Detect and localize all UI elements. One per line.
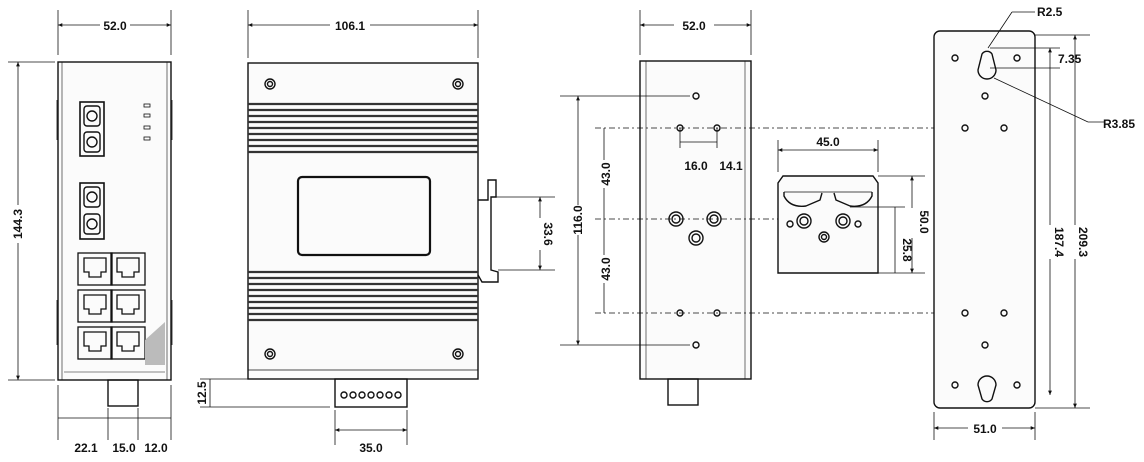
- front-height-label: 144.3: [11, 209, 25, 239]
- radius-small-label: R2.5: [1037, 5, 1063, 19]
- front-view: [56, 61, 173, 407]
- front-width-label: 52.0: [103, 19, 127, 33]
- din-width-label: 45.0: [816, 135, 840, 149]
- terminal-height-label: 12.5: [195, 381, 209, 405]
- back-width-label: 52.0: [682, 19, 706, 33]
- din-rail-bracket: [777, 175, 879, 274]
- front-bottom-a-label: 22.1: [74, 441, 98, 455]
- vent-fins-top: [248, 102, 478, 154]
- vent-fins-bottom: [248, 270, 478, 322]
- terminal-hole: [394, 391, 402, 399]
- plate-width-label: 51.0: [973, 422, 997, 436]
- front-bottom-c-label: 12.0: [144, 441, 168, 455]
- fiber-port-2: [79, 182, 105, 240]
- plate-outer-height-label: 209.3: [1076, 227, 1090, 257]
- front-bottom-b-label: 15.0: [112, 441, 136, 455]
- din-clip-label: 33.6: [541, 222, 555, 246]
- terminal-hole: [367, 391, 375, 399]
- back-terminal: [667, 378, 699, 406]
- radius-large-label: R3.85: [1103, 117, 1135, 131]
- slot-label: 7.35: [1058, 52, 1082, 66]
- fiber-port-1: [79, 101, 105, 157]
- back-total-label: 116.0: [571, 205, 585, 235]
- din-height-label: 50.0: [917, 210, 931, 234]
- terminal-hole: [340, 391, 348, 399]
- plate-dimensions: [933, 11, 1105, 440]
- back-hole-a-label: 16.0: [684, 159, 708, 173]
- back-view: [639, 60, 752, 406]
- side-width-label: 106.1: [335, 19, 365, 33]
- din-inner-label: 25.8: [900, 238, 914, 262]
- back-body: [639, 60, 752, 380]
- keyhole-bottom: [977, 375, 997, 403]
- terminal-hole: [349, 391, 357, 399]
- side-view: [247, 62, 499, 408]
- front-terminal: [107, 379, 139, 407]
- back-hole-b-label: 14.1: [719, 159, 743, 173]
- back-lower-label: 43.0: [599, 257, 613, 281]
- terminal-hole: [376, 391, 384, 399]
- din-clip: [477, 179, 499, 283]
- terminal-hole: [385, 391, 393, 399]
- terminal-width-label: 35.0: [359, 441, 383, 455]
- rj45-ports: [77, 252, 146, 360]
- din-dimensions: [777, 140, 925, 274]
- plate-inner-height-label: 187.4: [1052, 227, 1066, 257]
- wall-plate-body: [933, 30, 1036, 409]
- label-window: [296, 175, 432, 257]
- back-upper-label: 43.0: [599, 162, 613, 186]
- terminal-block: [334, 378, 408, 408]
- keyhole-top: [977, 50, 997, 80]
- wall-plate: [933, 30, 1036, 409]
- terminal-hole: [358, 391, 366, 399]
